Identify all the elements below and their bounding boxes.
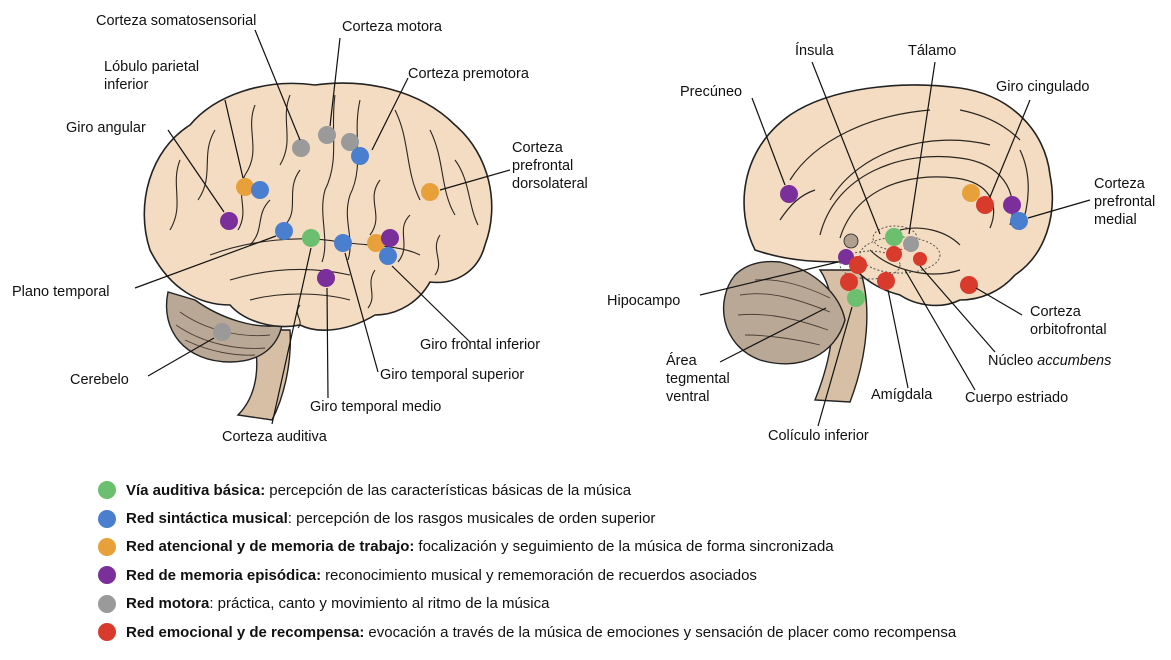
dot-stg [334,234,352,252]
label-planum: Plano temporal [12,284,110,300]
legend-title: Red motora [126,595,210,613]
legend-item-attention: Red atencional y de memoria de trabajo:f… [98,533,1158,561]
dot-ofc [960,276,978,294]
legend-item-basic-auditory: Vía auditiva básica:percepción de las ca… [98,476,1158,504]
dot-cingulate-red [976,196,994,214]
legend-desc: evocación a través de la música de emoci… [368,623,957,641]
dot-nacc [913,252,927,266]
label-vta: Área tegmental ventral [666,353,730,405]
dot-precuneus [780,185,798,203]
dot-colliculus [847,289,865,307]
label-amygdala: Amígdala [871,387,933,403]
legend-item-emotional: Red emocional y de recompensa:evocación … [98,618,1158,646]
label-insula: Ínsula [795,43,834,59]
lateral-leader-lines [134,29,511,425]
label-ifg: Giro frontal inferior [420,337,541,353]
label-stg: Giro temporal superior [380,367,525,383]
medial-cerebellum [722,260,846,365]
label-mpfc: Corteza prefrontal medial [1094,176,1156,228]
legend-title: Red sintáctica musical [126,510,288,528]
legend-desc: focalización y seguimiento de la música … [418,538,834,556]
legend-item-syntactic: Red sintáctica musical: percepción de lo… [98,504,1158,532]
dot-motor-2 [341,133,359,151]
legend-dot-red [98,623,116,642]
label-dlpfc: Corteza prefrontal dorsolateral [512,140,588,192]
label-somatosensory: Corteza somatosensorial [96,13,257,29]
dot-ifg-purple [381,229,399,247]
legend-dot-blue [98,509,116,528]
legend-dot-gray [98,594,116,613]
label-cingulate: Giro cingulado [996,79,1090,95]
dot-mtg [317,269,335,287]
dot-dlpfc [421,183,439,201]
label-nacc-italic: accumbens [1037,353,1112,369]
dot-angular [220,212,238,230]
label-angular: Giro angular [66,120,146,136]
legend-desc: : práctica, canto y movimiento al ritmo … [209,595,550,613]
dot-cerebellum [213,323,231,341]
dot-cingulate-orange [962,184,980,202]
dot-amygdala [877,272,895,290]
label-mtg: Giro temporal medio [310,399,442,415]
label-colliculus: Colículo inferior [768,428,869,444]
legend-desc: percepción de las características básica… [269,481,632,499]
legend-item-episodic: Red de memoria episódica:reconocimiento … [98,561,1158,589]
brain-figure: Corteza somatosensorial Corteza motora L… [12,13,1156,445]
legend: Vía auditiva básica:percepción de las ca… [98,476,1158,646]
label-parietal: Lóbulo parietal inferior [104,59,200,93]
lateral-cerebrum [143,82,493,331]
dot-hippo-red [849,256,867,274]
label-cerebellum: Cerebelo [70,372,129,388]
legend-desc: reconocimiento musical y rememoración de… [325,566,757,584]
label-hippocampus: Hipocampo [607,293,681,309]
label-nacc: Núcleo accumbens [988,352,1111,370]
dot-thalamus-gray [903,236,919,252]
dot-parietal-orange [236,178,254,196]
brain-illustration [134,29,1091,427]
legend-dot-green [98,481,116,500]
legend-desc: : percepción de los rasgos musicales de … [287,510,656,528]
label-thalamus: Tálamo [908,43,957,59]
legend-title: Vía auditiva básica: [126,481,266,499]
dot-ifg-orange [367,234,385,252]
dot-auditory [302,229,320,247]
lateral-brain [134,29,511,425]
dot-thalamus-green [885,228,903,246]
lateral-brainstem [236,329,292,421]
legend-dot-purple [98,566,116,585]
label-ofc: Corteza orbitofrontal [1030,304,1107,338]
dot-vta-red [840,273,858,291]
medial-leader-lines [699,61,1091,427]
dot-insula-red [886,246,902,262]
legend-title: Red de memoria episódica: [126,566,322,584]
dot-ifg-blue [379,247,397,265]
legend-item-motor: Red motora: práctica, canto y movimiento… [98,590,1158,618]
dot-mpfc-purple [1003,196,1021,214]
label-motor: Corteza motora [342,19,442,35]
label-nacc-prefix: Núcleo [988,353,1034,369]
medial-brain [699,61,1091,427]
label-auditory: Corteza auditiva [222,429,327,445]
dot-premotor [351,147,369,165]
dot-parietal-blue [251,181,269,199]
dot-motor [318,126,336,144]
medial-cerebrum [743,84,1054,307]
legend-title: Red atencional y de memoria de trabajo: [126,538,415,556]
legend-title: Red emocional y de recompensa: [126,623,365,641]
dot-planum [275,222,293,240]
label-striatum: Cuerpo estriado [965,390,1069,406]
dot-somatosensory [292,139,310,157]
legend-dot-orange [98,537,116,556]
dot-mpfc-blue [1010,212,1028,230]
label-precuneus: Precúneo [680,84,743,100]
label-premotor: Corteza premotora [408,66,529,82]
